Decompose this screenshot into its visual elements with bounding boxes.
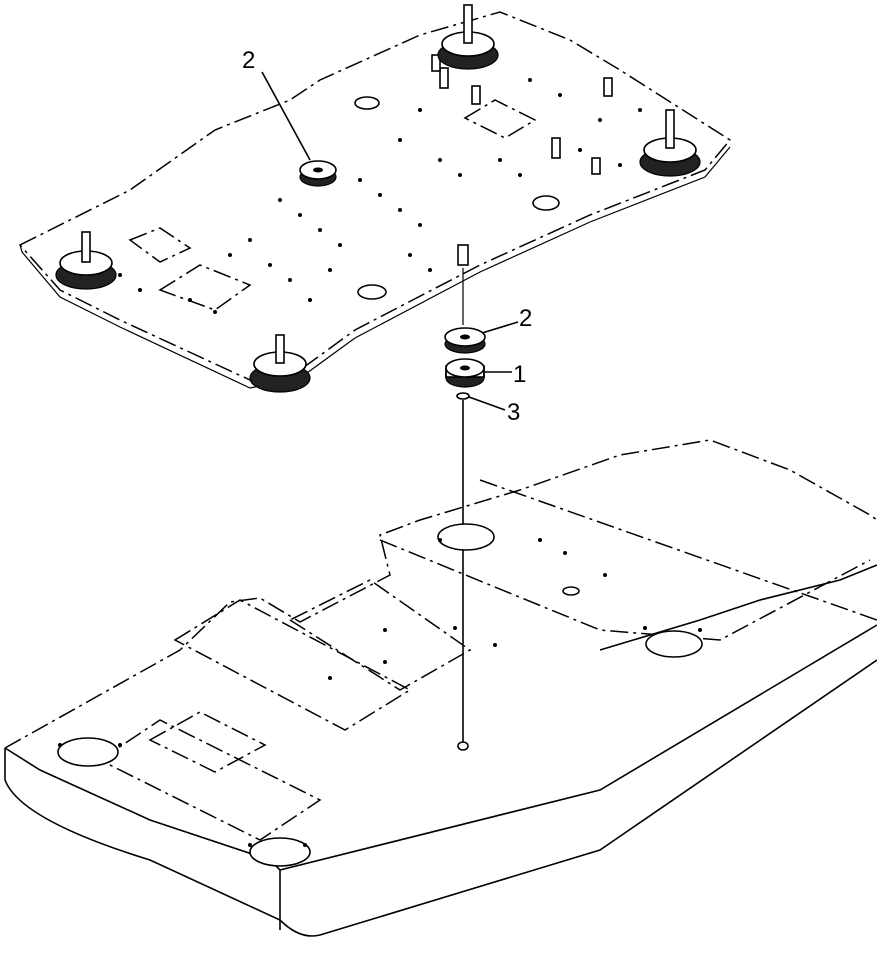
mount-unit-top <box>437 4 499 70</box>
upper-plate-bolt-holes <box>118 78 642 314</box>
upper-plate-hole-2 <box>532 195 560 211</box>
lower-base-channel <box>288 579 472 691</box>
part-2-top-washer <box>299 160 337 187</box>
lower-base-pocket-right <box>645 630 703 658</box>
lower-base-pocket-back <box>437 523 495 551</box>
callout-part-3-stack: 3 <box>507 399 520 426</box>
stack-ring-3 <box>456 392 470 400</box>
upper-plate-pins <box>431 54 613 175</box>
callout-part-2-stack: 2 <box>519 305 532 332</box>
lower-base-recess <box>148 711 267 773</box>
mount-unit-left <box>55 231 117 290</box>
callout-part-1-stack: 1 <box>513 361 526 388</box>
lower-base-side <box>599 564 877 651</box>
leader-part-2-top <box>261 71 311 161</box>
lower-base-pocket-left <box>57 737 119 767</box>
leader-part-2-stack <box>481 321 519 334</box>
mount-unit-front <box>249 334 311 393</box>
upper-plate-cutout-front <box>158 264 252 311</box>
mount-unit-right <box>639 109 701 177</box>
lower-base-front-top <box>4 624 877 871</box>
upper-plate-hole-3 <box>354 96 380 110</box>
lower-base-hole-mid <box>562 586 580 596</box>
upper-plate-outline <box>18 11 732 381</box>
upper-plate-edge <box>19 146 731 389</box>
stack-mount-1 <box>445 358 485 388</box>
stack-washer-2 <box>444 327 486 354</box>
exploded-stack <box>444 244 486 751</box>
lower-base-rail <box>379 539 871 641</box>
stud <box>457 244 469 266</box>
bolt-end <box>457 741 469 751</box>
lower-base-inner-deck <box>98 719 322 841</box>
upper-plate-cutout-left <box>128 227 192 263</box>
callout-part-2-top: 2 <box>242 47 255 74</box>
lower-base-pocket-front <box>249 837 311 867</box>
upper-plate-hole-1 <box>357 284 387 300</box>
leader-part-3-stack <box>468 396 506 411</box>
lower-base-front-edge <box>4 659 877 937</box>
upper-plate-cutout-back <box>463 99 537 139</box>
lower-base <box>4 439 877 937</box>
upper-plate <box>18 11 732 389</box>
lower-base-far-edge <box>479 479 877 621</box>
lower-base-top-outline <box>4 439 877 749</box>
lower-base-bolt-holes <box>58 538 702 847</box>
lower-base-bridge <box>173 599 412 731</box>
